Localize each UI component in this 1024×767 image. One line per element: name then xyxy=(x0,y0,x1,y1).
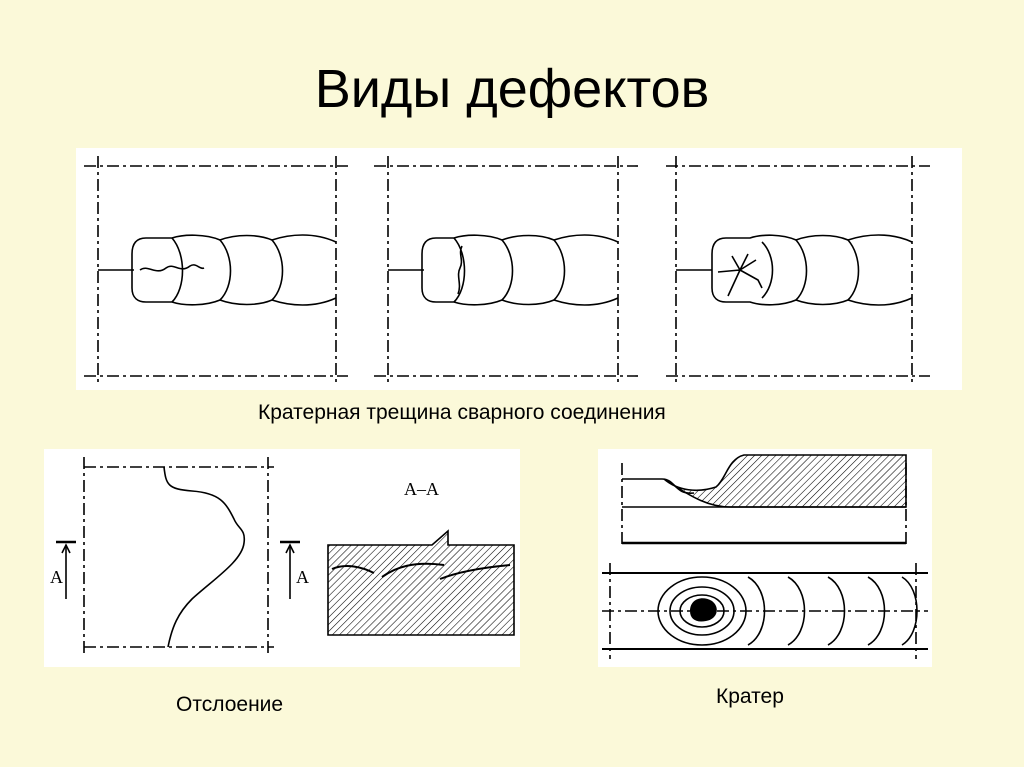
crater-cracks-drawing xyxy=(84,156,930,384)
crater-spot xyxy=(690,598,717,622)
caption-delamination: Отслоение xyxy=(176,693,284,716)
figure-crater xyxy=(598,449,932,667)
section-arrow-label-right: А xyxy=(296,567,309,587)
crater-drawing xyxy=(602,454,928,659)
delamination-section xyxy=(327,529,515,636)
crack-panel-longitudinal xyxy=(84,156,348,384)
figure-delamination: А А А–А xyxy=(44,449,520,667)
caption-crater: Кратер xyxy=(716,685,784,708)
caption-crater-cracks: Кратерная трещина сварного соединения xyxy=(258,401,666,424)
figure-crater-cracks xyxy=(76,148,962,390)
crack-panel-transverse xyxy=(374,156,638,384)
crater-top-view xyxy=(602,563,928,659)
section-arrow-label-left: А xyxy=(50,567,63,587)
crater-side-section xyxy=(663,454,907,508)
section-label: А–А xyxy=(404,479,439,499)
delamination-drawing: А А А–А xyxy=(50,457,515,657)
crack-panel-star xyxy=(666,156,930,384)
slide-title: Виды дефектов xyxy=(314,59,710,119)
